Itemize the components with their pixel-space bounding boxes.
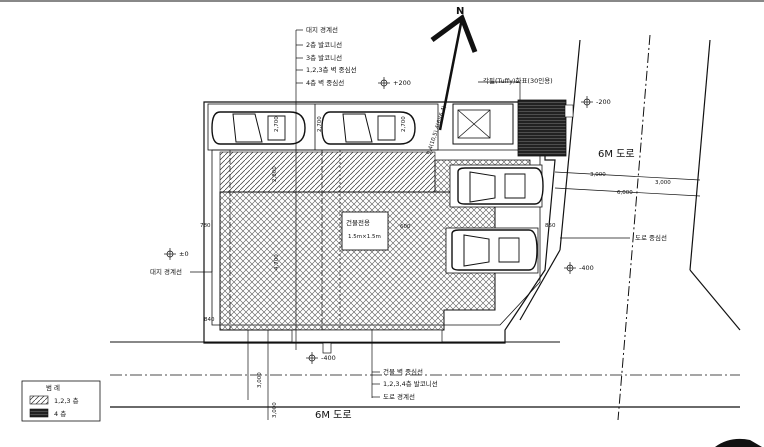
dim-2700-b: 2,700 <box>317 116 323 132</box>
leader-lines <box>190 29 630 420</box>
callout-elevator: 각필(Tuffy)화표(30인용) <box>483 76 553 85</box>
level-marker-right <box>581 96 593 108</box>
legend-item-123f: 1,2,3 층 <box>54 396 79 405</box>
legend <box>21 380 101 422</box>
car-top-2 <box>321 111 416 145</box>
callout-left-boundary: 대지 경계선 <box>150 267 182 276</box>
dim-2700-a: 2,700 <box>274 116 280 132</box>
car-top-1 <box>211 111 306 145</box>
entrance-strip <box>291 329 443 343</box>
callout-123f-wall: 1,2,3층 벽 중심선 <box>306 65 357 74</box>
level-top: +200 <box>393 79 411 87</box>
level-right: -200 <box>596 98 611 106</box>
dim-4700: 4,700 <box>274 254 280 270</box>
car-right-1 <box>449 164 544 208</box>
dim-2700-c: 2,700 <box>401 116 407 132</box>
center-box-line1: 건물전용 <box>346 218 370 227</box>
car-right-2 <box>445 227 539 274</box>
dim-600: 600 <box>400 224 411 230</box>
callout-road-boundary: 도로 경계선 <box>383 392 415 401</box>
road-label-right: 6M 도로 <box>598 149 635 160</box>
road-right-lines <box>519 34 741 421</box>
level-marker-top <box>378 77 390 89</box>
level-marker-bottom <box>306 352 318 364</box>
road-bottom-lines <box>110 341 740 408</box>
callout-2f-balcony: 2층 발코니선 <box>306 40 342 49</box>
legend-swatch-123f <box>29 395 49 405</box>
center-box-line2: 1.5m×1.5m <box>348 234 381 240</box>
dim-6000: 6,000 <box>617 190 633 196</box>
level-marker-right-mid <box>564 262 576 274</box>
dim-3000-v: 3,000 <box>257 372 263 388</box>
balcony-hatch-top <box>219 151 436 193</box>
callout-site-boundary: 대지 경계선 <box>306 25 338 34</box>
level-marker-left <box>164 248 176 260</box>
level-bottom: -400 <box>321 354 336 362</box>
center-room-box <box>341 211 389 251</box>
dim-3000-a: 3,000 <box>590 172 606 178</box>
dim-3000-v2: 3,000 <box>272 402 278 418</box>
road-label-bottom: 6M 도로 <box>315 410 352 421</box>
stair-hatch <box>517 99 567 157</box>
level-right-mid: -400 <box>579 264 594 272</box>
dim-3000-b: 3,000 <box>655 180 671 186</box>
legend-swatch-4f <box>29 408 49 418</box>
parking-bay-top <box>207 103 439 151</box>
entrance-post <box>322 342 332 354</box>
callout-3f-balcony: 3층 발코니선 <box>306 53 342 62</box>
callout-1234f-balcony: 1,2,3,4층 발코니선 <box>383 379 438 388</box>
north-arrow <box>430 14 478 131</box>
diag-dimension: 9,4(10,5),4(6)(6,4) <box>426 105 448 156</box>
dim-850: 850 <box>545 223 556 229</box>
callout-4f-wall: 4층 벽 중심선 <box>306 78 344 87</box>
dim-780: 780 <box>200 223 211 229</box>
north-label: N <box>456 6 464 17</box>
dim-2800: 2,800 <box>272 166 278 182</box>
callout-building-wall: 건물 벽 중심선 <box>383 367 423 376</box>
elevator-box <box>452 103 514 145</box>
level-left: ±0 <box>179 250 189 258</box>
corner-stamp <box>715 438 762 447</box>
legend-title: 범 례 <box>46 383 60 392</box>
legend-item-4f: 4 층 <box>54 409 66 418</box>
stair-step-marker <box>564 104 574 118</box>
callout-road-center: 도로 중심선 <box>635 233 667 242</box>
dim-840: 840 <box>204 317 215 323</box>
